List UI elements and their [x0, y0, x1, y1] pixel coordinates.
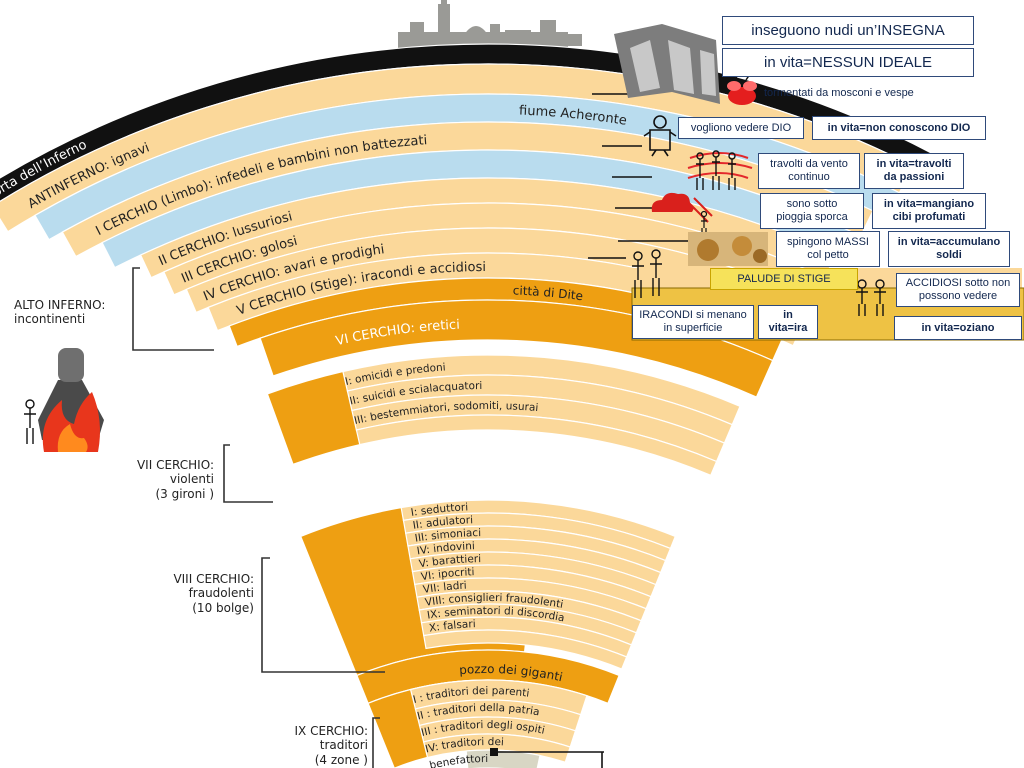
note-line: soldi — [936, 249, 962, 261]
note-iracondi-in-vita: in vita=ira — [758, 305, 818, 339]
slothful-souls-icon — [856, 279, 886, 316]
note-ignavi-vespe: tormentati da mosconi e vespe — [764, 87, 914, 99]
label-line: (3 gironi ) — [155, 486, 214, 501]
note-golosi-pioggia: sono sotto pioggia sporca — [760, 193, 864, 229]
note-line: spingono MASSI — [787, 236, 869, 249]
note-line: sono sotto — [786, 198, 838, 211]
label-alto-inferno: ALTO INFERNO: incontinenti — [14, 298, 126, 327]
rain-cloud-icon — [651, 192, 713, 234]
note-limbo-in-vita: in vita=non conoscono DIO — [812, 116, 986, 140]
note-accidiosi-sotto: ACCIDIOSI sotto non possono vedere — [896, 273, 1020, 307]
band-bolgia-11 — [423, 629, 628, 670]
label-palude-stige: PALUDE DI STIGE — [710, 268, 858, 290]
end-marker — [490, 748, 498, 756]
label-line: VII CERCHIO: — [136, 458, 214, 472]
note-line: travolti da vento — [770, 158, 848, 171]
note-line: in vita=mangiano — [883, 198, 975, 211]
note-line: vita=ira — [768, 322, 808, 334]
note-line: col petto — [807, 249, 849, 261]
label-bolgia-10: X: falsari — [428, 618, 476, 634]
label-line: fraudolenti — [188, 586, 254, 601]
connector-lines — [494, 93, 688, 768]
boulders-icon — [688, 232, 768, 266]
label-line: (10 bolge) — [192, 600, 254, 615]
note-line: in vita=accumulano — [897, 236, 1001, 249]
brackets — [132, 267, 385, 768]
label-line: violenti — [169, 472, 214, 487]
label-bolgia-7: VII: ladri — [422, 580, 467, 596]
label-vii-cerchio: VII CERCHIO: violenti (3 gironi ) — [110, 458, 214, 501]
note-lussuriosi-vento: travolti da vento continuo — [758, 153, 860, 189]
note-limbo-vedere: vogliono vedere DIO — [678, 117, 804, 139]
note-iracondi-superficie: IRACONDI si menano in superficie — [632, 305, 754, 339]
band-girone-4 — [355, 414, 718, 477]
note-line: possono vedere — [918, 290, 998, 302]
label-ix-cerchio: IX CERCHIO: traditori (4 zone ) — [266, 724, 369, 767]
note-line: ACCIDIOSI sotto non — [905, 277, 1011, 290]
note-line: in superficie — [663, 322, 723, 334]
label-line: (4 zone ) — [314, 752, 368, 767]
heretic-tomb-fire-icon — [24, 348, 104, 452]
note-line: cibi profumati — [892, 211, 966, 223]
note-ignavi-insegna: inseguono nudi un’INSEGNA — [722, 16, 974, 45]
note-line: da passioni — [883, 171, 945, 183]
sinners-crowd-icon — [614, 24, 720, 104]
note-golosi-in-vita: in vita=mangiano cibi profumati — [872, 193, 986, 229]
note-line: in — [783, 309, 793, 322]
label-line: ALTO INFERNO: — [14, 298, 106, 312]
label-line: incontinenti — [14, 312, 86, 327]
label-line: traditori — [319, 738, 368, 753]
note-line: in vita=travolti — [876, 158, 952, 171]
note-ignavi-ideale: in vita=NESSUN IDEALE — [722, 48, 974, 77]
wasp-icon — [727, 73, 757, 105]
label-line: VIII CERCHIO: — [173, 572, 254, 586]
label-line: IX CERCHIO: — [294, 724, 369, 738]
note-accidiosi-in-vita: in vita=oziano — [894, 316, 1022, 340]
child-icon — [643, 115, 677, 157]
note-avari-massi: spingono MASSI col petto — [776, 231, 880, 267]
wrathful-souls-icon — [632, 249, 662, 298]
note-lussuriosi-in-vita: in vita=travolti da passioni — [864, 153, 964, 189]
note-line: pioggia sporca — [776, 211, 848, 223]
label-viii-cerchio: VIII CERCHIO: fraudolenti (10 bolge) — [140, 572, 254, 615]
wind-sinners-icon — [687, 150, 753, 190]
note-line: IRACONDI si menano — [639, 309, 747, 322]
note-line: continuo — [788, 171, 830, 183]
note-avari-in-vita: in vita=accumulano soldi — [888, 231, 1010, 267]
